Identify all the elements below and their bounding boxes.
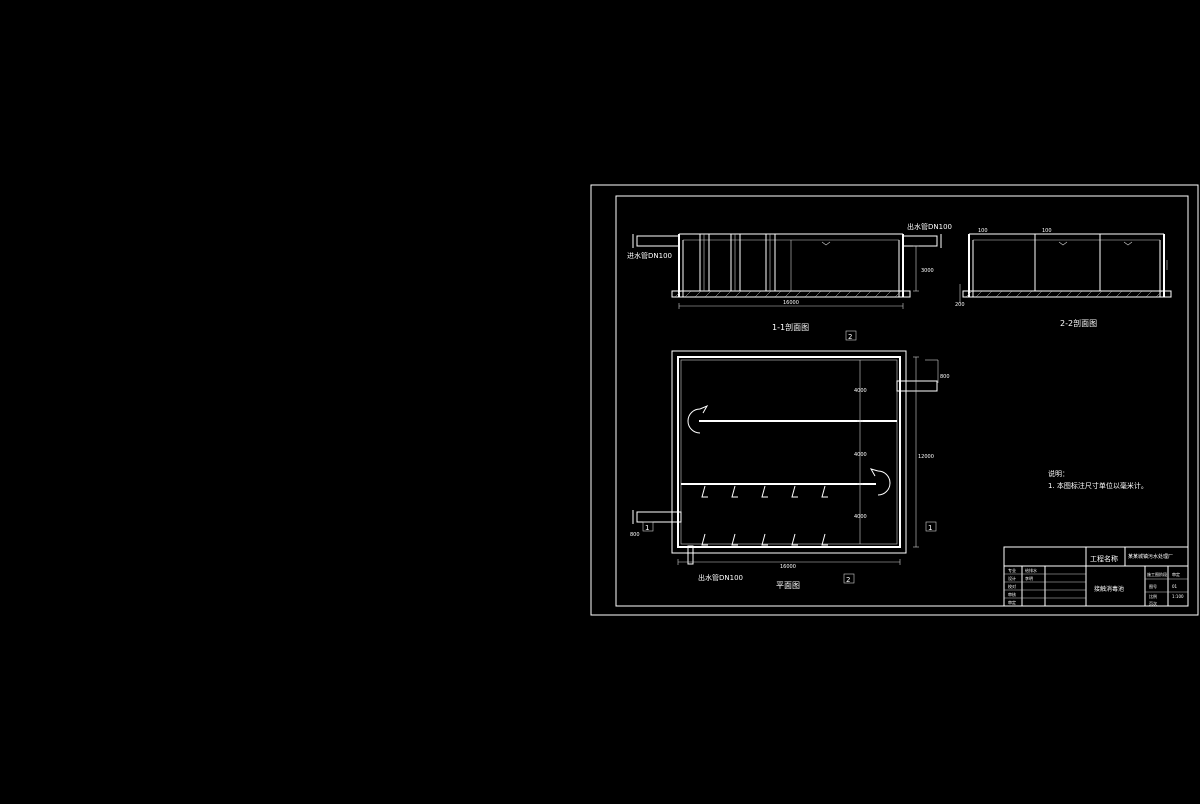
outlet-top-label: 出水管DN100 xyxy=(907,222,952,231)
section-2-2: 100 100 200 2-2剖面图 xyxy=(955,228,1172,328)
tb-row-0: 专业 xyxy=(1008,567,1016,573)
tb-drawing-name: 接触消毒池 xyxy=(1094,585,1124,593)
plan-title: 平面图 xyxy=(776,581,800,590)
section-mark-left: 1 xyxy=(645,524,649,532)
outlet-pipe-top xyxy=(902,235,938,247)
inlet-label: 进水管DN100 xyxy=(627,251,672,260)
plan-view: 800 800 出水管DN100 xyxy=(630,350,950,590)
tb-project-label: 工程名称 xyxy=(1090,554,1118,563)
tb-no-label: 图号 xyxy=(1149,583,1157,589)
inlet-pipe xyxy=(636,235,680,247)
tb-project-name: 某某城镇污水处理厂 xyxy=(1128,553,1173,560)
plan-outer-wall xyxy=(671,350,907,554)
tb-row-4: 审定 xyxy=(1008,599,1016,605)
dim-seg-3: 4000 xyxy=(854,514,867,520)
tb-row-3: 审核 xyxy=(1008,591,1016,597)
dim-width-plan: 12000 xyxy=(918,454,934,460)
notes-line-1: 1. 本图标注尺寸单位以毫米计。 xyxy=(1048,481,1148,490)
sheet-inner-frame xyxy=(615,195,1189,607)
tb-checker: 李明 xyxy=(1025,575,1033,581)
dim-seg-2: 4000 xyxy=(854,452,867,458)
section1-title: 1-1剖面图 xyxy=(772,322,809,332)
plan-drain-pipe xyxy=(687,545,694,565)
dim-seg-1: 4000 xyxy=(854,388,867,394)
section-mark-top: 2 xyxy=(848,333,852,341)
tb-stage-value: 审定 xyxy=(1172,571,1180,577)
tb-sheet-label: 页次 xyxy=(1149,600,1157,606)
tb-row-2: 校对 xyxy=(1008,583,1016,589)
plan-outlet-pipe xyxy=(896,380,938,392)
tb-scale-value: 1:100 xyxy=(1172,594,1184,599)
tb-designer: 给排水 xyxy=(1025,567,1037,573)
tb-row-1: 设计 xyxy=(1008,575,1016,581)
dim-length-plan: 16000 xyxy=(780,564,796,570)
section-mark-right: 1 xyxy=(928,524,932,532)
dim-pipe-2: 800 xyxy=(630,532,640,538)
section-1-1: 进水管DN100 xyxy=(627,222,952,332)
dim-wall: 200 xyxy=(955,302,965,308)
dim-small-2: 100 xyxy=(1042,228,1052,234)
dim-pipe: 800 xyxy=(940,374,950,380)
title-block: 工程名称 某某城镇污水处理厂 接触消毒池 专业 设计 校对 审核 审定 给排水 … xyxy=(1003,546,1189,607)
section2-title: 2-2剖面图 xyxy=(1060,318,1097,328)
section-mark-bottom: 2 xyxy=(846,576,850,584)
sheet-outer-frame xyxy=(590,184,1199,616)
tb-stage-label: 施工图阶段 xyxy=(1147,571,1167,577)
tb-no-value: 01 xyxy=(1172,584,1178,589)
dim-length-1: 16000 xyxy=(783,300,799,306)
floor-slab-2 xyxy=(962,290,1172,298)
dim-depth-1: 3000 xyxy=(921,268,934,274)
plan-inner-wall xyxy=(677,356,901,548)
notes-heading: 说明： xyxy=(1048,469,1069,478)
outlet-bottom-label: 出水管DN100 xyxy=(698,573,743,582)
tb-scale-label: 比例 xyxy=(1149,593,1157,599)
plan-inlet-pipe xyxy=(636,511,682,523)
dim-small-1: 100 xyxy=(978,228,988,234)
